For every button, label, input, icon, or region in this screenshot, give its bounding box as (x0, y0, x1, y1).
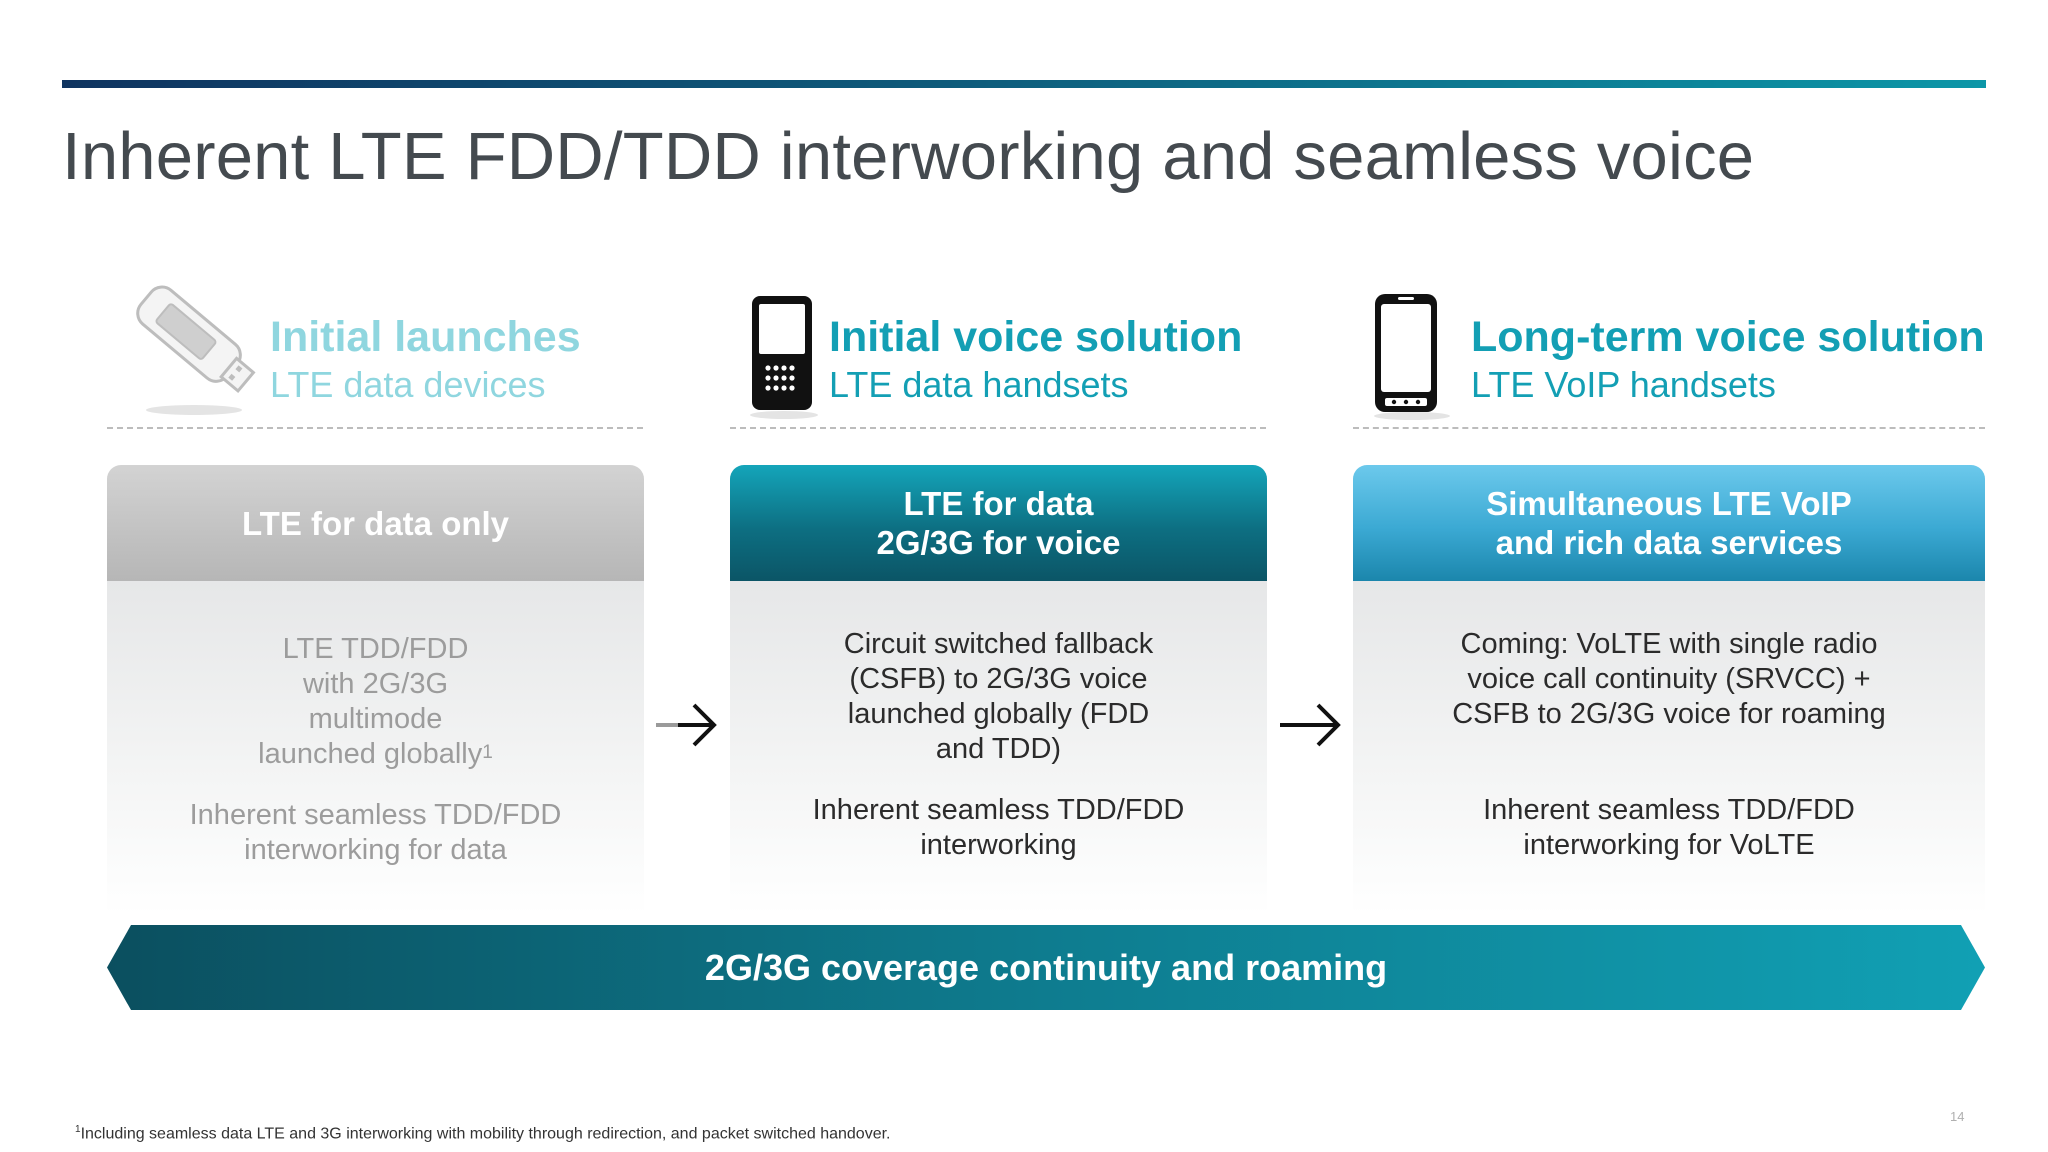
smartphone-icon (1374, 294, 1450, 420)
column-heading: Initial launches (270, 313, 581, 361)
panel-title: Simultaneous LTE VoIP and rich data serv… (1353, 465, 1985, 581)
panel-volte: Simultaneous LTE VoIP and rich data serv… (1353, 465, 1985, 915)
panel-body (107, 581, 644, 915)
arrow-right-icon (656, 703, 717, 747)
panel-text-primary: Coming: VoLTE with single radio voice ca… (1452, 628, 1886, 730)
column-subheading: LTE VoIP handsets (1471, 364, 1776, 405)
column-heading: Long-term voice solution (1471, 313, 1985, 361)
coverage-banner: 2G/3G coverage continuity and roaming (107, 925, 1985, 1010)
column-subheading: LTE data devices (270, 364, 546, 405)
panel-body (1353, 581, 1985, 915)
panel-body (730, 581, 1267, 915)
slide-title: Inherent LTE FDD/TDD interworking and se… (62, 119, 1755, 194)
divider-line (107, 427, 643, 429)
feature-phone-icon (750, 296, 818, 419)
panel-title: LTE for data only (107, 465, 644, 581)
panel-csfb-voice: LTE for data 2G/3G for voice Circuit swi… (730, 465, 1267, 915)
panel-title: LTE for data 2G/3G for voice (730, 465, 1267, 581)
footnote-marker: 1 (482, 742, 493, 763)
arrow-right-icon (1280, 703, 1341, 747)
double-arrow-shape (107, 925, 1985, 1010)
footnote: 1Including seamless data LTE and 3G inte… (75, 1124, 891, 1143)
panel-text-secondary: Inherent seamless TDD/FDD interworking f… (189, 799, 562, 866)
column-subheading: LTE data handsets (829, 364, 1129, 405)
panel-data-only: LTE for data only LTE TDD/FDD with 2G/3G… (107, 465, 644, 915)
divider-line (730, 427, 1266, 429)
panel-text-secondary: Inherent seamless TDD/FDD interworking f… (1483, 794, 1855, 861)
panel-text-secondary: Inherent seamless TDD/FDD interworking (812, 794, 1185, 861)
divider-line (1353, 427, 1985, 429)
panel-text-primary: Circuit switched fallback (CSFB) to 2G/3… (843, 628, 1154, 765)
column-heading: Initial voice solution (829, 313, 1243, 361)
top-accent-bar (62, 80, 1986, 88)
banner-label: 2G/3G coverage continuity and roaming (704, 947, 1388, 988)
panel-text-primary: LTE TDD/FDD with 2G/3G multimode launche… (258, 633, 493, 770)
page-number: 14 (1950, 1109, 1965, 1124)
usb-modem-icon (136, 285, 256, 415)
